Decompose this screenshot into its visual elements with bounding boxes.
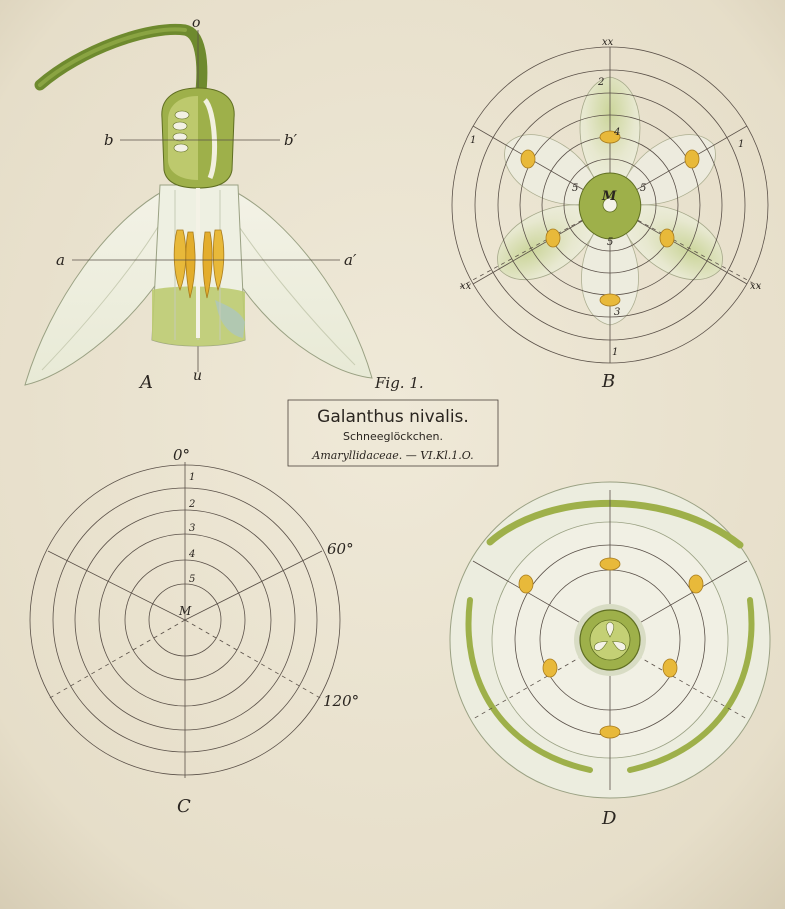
ovule	[174, 144, 188, 152]
ring-number: 1	[738, 139, 744, 150]
angle-60-label: 60°	[327, 540, 354, 558]
angle-120-label: 120°	[323, 692, 359, 710]
ring-number: 1	[470, 135, 476, 146]
line-b-right-label: b′	[284, 131, 298, 149]
common-name: Schneeglöckchen.	[343, 430, 443, 443]
angle-0-label: 0°	[173, 446, 190, 464]
ring-number: 2	[188, 499, 195, 510]
anther	[660, 229, 674, 247]
ring-number: 2	[597, 77, 604, 88]
figure-number: Fig. 1.	[374, 374, 424, 392]
line-a-right-label: a′	[344, 251, 357, 269]
anther	[543, 659, 557, 677]
anther	[689, 575, 703, 593]
ovule	[173, 122, 187, 130]
line-b-left-label: b	[104, 131, 114, 149]
ring-number: 3	[189, 523, 195, 534]
panel-c-label: C	[177, 796, 191, 817]
ring-number: 5	[607, 237, 613, 248]
anther	[663, 659, 677, 677]
ring-number: 1	[189, 472, 195, 483]
anther	[519, 575, 533, 593]
center-label: M	[178, 604, 192, 618]
center-label: M	[601, 189, 617, 204]
panel-b-label: B	[601, 371, 615, 392]
axis-top-label: o	[192, 15, 200, 31]
species-title: Galanthus nivalis.	[317, 407, 469, 427]
xx-mark: xx	[750, 281, 762, 292]
panel-d-label: D	[601, 808, 617, 829]
anther	[685, 150, 699, 168]
anther	[600, 294, 620, 306]
family-label: Amaryllidaceae. — VI.Kl.1.O.	[311, 449, 473, 462]
panel-a-label: A	[138, 372, 153, 393]
line-a-left-label: a	[56, 251, 65, 269]
anther	[546, 229, 560, 247]
ring-number: 5	[189, 574, 195, 585]
axis-bottom-label: u	[193, 368, 202, 384]
anther	[600, 726, 620, 738]
ring-number: 4	[613, 127, 620, 138]
ring-number: 5	[640, 183, 646, 194]
ring-number: 5	[572, 183, 578, 194]
xx-mark: xx	[602, 37, 614, 48]
ovule	[175, 111, 189, 119]
ring-number: 3	[614, 307, 620, 318]
ring-number: 1	[612, 347, 618, 358]
anther	[521, 150, 535, 168]
ring-number: 4	[188, 549, 195, 560]
anther	[600, 558, 620, 570]
xx-mark: xx	[460, 281, 472, 292]
